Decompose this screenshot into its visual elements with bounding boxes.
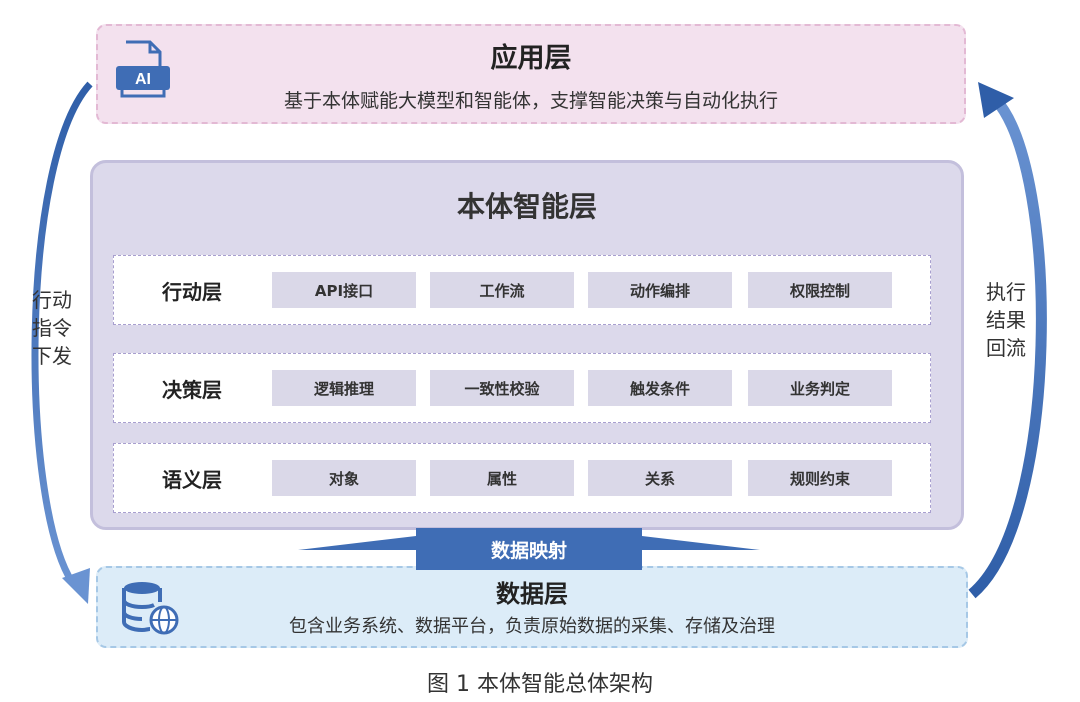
left-flow-line: 下发 xyxy=(32,344,72,368)
decision-sublayer: 决策层 逻辑推理 一致性校验 触发条件 业务判定 xyxy=(113,353,931,423)
application-layer-description: 基于本体赋能大模型和智能体，支撑智能决策与自动化执行 xyxy=(283,90,778,112)
sublayer-item: 逻辑推理 xyxy=(272,370,416,406)
application-layer: AI 应用层 基于本体赋能大模型和智能体，支撑智能决策与自动化执行 xyxy=(96,24,966,124)
left-flow-label: 行动 指令 下发 xyxy=(32,286,72,370)
sublayer-item: 对象 xyxy=(272,460,416,496)
ontology-layer-title: 本体智能层 xyxy=(456,190,597,223)
sublayer-item: 触发条件 xyxy=(588,370,732,406)
ontology-intelligence-layer: 本体智能层 行动层 API接口 工作流 动作编排 权限控制 决策层 逻辑推理 一… xyxy=(90,160,964,530)
data-layer: 数据层 包含业务系统、数据平台，负责原始数据的采集、存储及治理 xyxy=(96,566,968,648)
data-layer-title: 数据层 xyxy=(496,580,568,608)
right-flow-line: 结果 xyxy=(986,308,1026,332)
sublayer-item: 关系 xyxy=(588,460,732,496)
sublayer-item: 一致性校验 xyxy=(430,370,574,406)
sublayer-title: 决策层 xyxy=(162,377,222,402)
left-flow-line: 行动 xyxy=(32,288,72,312)
data-layer-description: 包含业务系统、数据平台，负责原始数据的采集、存储及治理 xyxy=(289,616,775,637)
right-arrowhead xyxy=(978,82,1014,118)
ai-icon-text: AI xyxy=(135,71,151,88)
sublayer-item: 业务判定 xyxy=(748,370,892,406)
right-flow-line: 回流 xyxy=(986,336,1026,360)
left-arrowhead xyxy=(62,568,90,604)
sublayer-title: 语义层 xyxy=(162,467,222,492)
sublayer-item: 权限控制 xyxy=(748,272,892,308)
ai-document-icon: AI xyxy=(116,40,170,98)
sublayer-item: 规则约束 xyxy=(748,460,892,496)
data-mapping-label: 数据映射 xyxy=(490,540,567,562)
figure-caption: 图 1 本体智能总体架构 xyxy=(427,672,653,697)
right-flow-label: 执行 结果 回流 xyxy=(986,278,1026,362)
sublayer-item: 工作流 xyxy=(430,272,574,308)
sublayer-title: 行动层 xyxy=(162,279,222,304)
left-flow-line: 指令 xyxy=(32,316,72,340)
action-sublayer: 行动层 API接口 工作流 动作编排 权限控制 xyxy=(113,255,931,325)
sublayer-item: 属性 xyxy=(430,460,574,496)
semantic-sublayer: 语义层 对象 属性 关系 规则约束 xyxy=(113,443,931,513)
sublayer-item: 动作编排 xyxy=(588,272,732,308)
data-mapping-arrow xyxy=(298,528,760,570)
application-layer-title: 应用层 xyxy=(490,43,572,74)
right-flow-line: 执行 xyxy=(986,280,1026,304)
sublayer-item: API接口 xyxy=(272,272,416,308)
database-globe-icon xyxy=(122,582,179,635)
